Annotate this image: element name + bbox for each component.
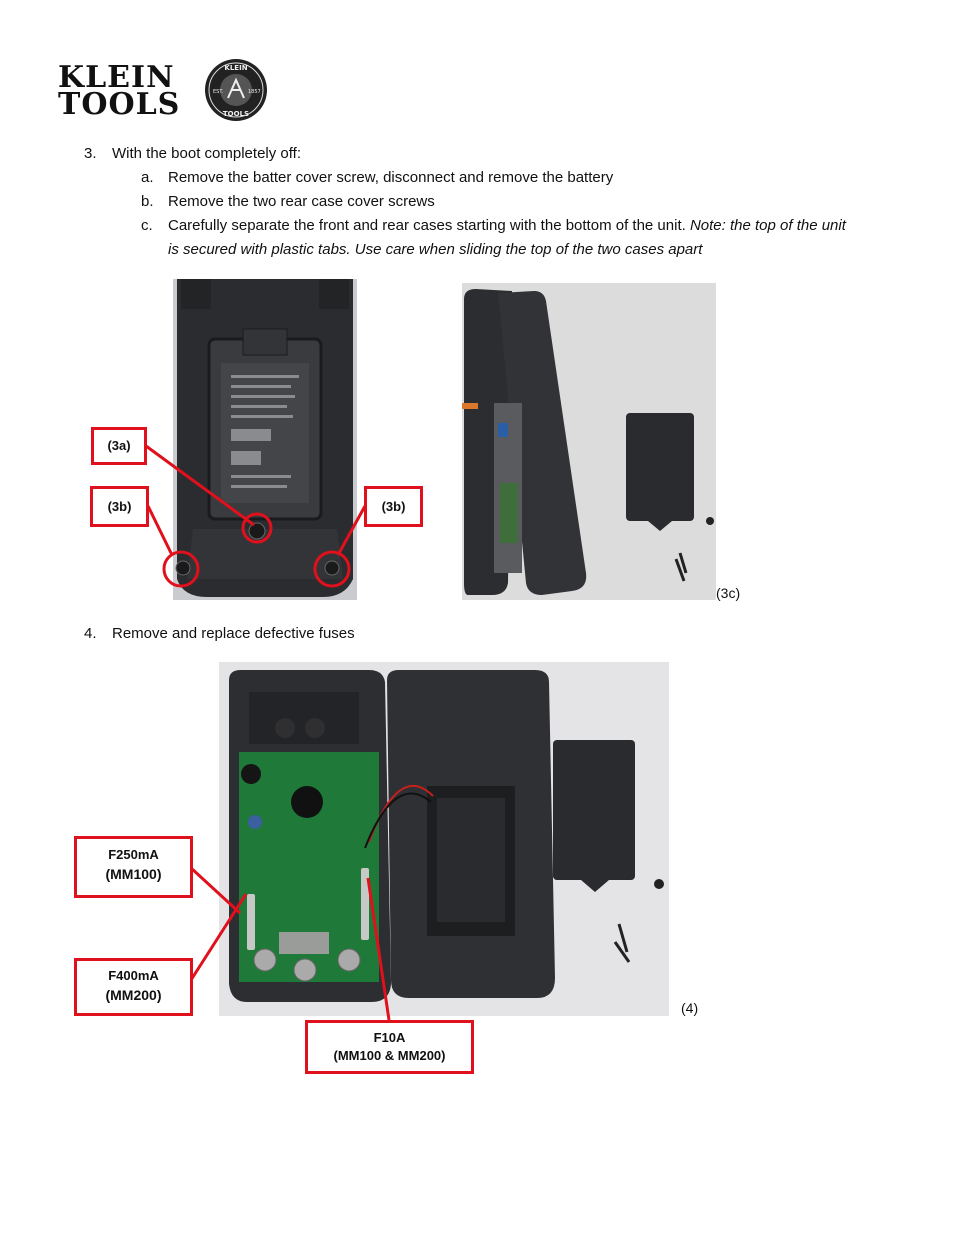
callout-f10: F10A (MM100 & MM200) xyxy=(305,1020,474,1074)
step-4-text: Remove and replace defective fuses xyxy=(112,625,355,642)
step-4-callout-lines xyxy=(189,866,391,1021)
callout-3a: (3a) xyxy=(91,427,147,465)
meter-back-photo xyxy=(173,279,357,600)
step-3b-letter: b. xyxy=(141,193,154,210)
caption-4: (4) xyxy=(681,1000,699,1016)
callout-f400-line-1: F400mA xyxy=(108,968,159,983)
seal-top-text: KLEIN xyxy=(224,64,247,72)
callout-3b-right: (3b) xyxy=(364,486,423,527)
callout-f10-line-1: F10A xyxy=(373,1030,406,1045)
step-3a-letter: a. xyxy=(141,169,154,186)
callout-3b-left-label: (3b) xyxy=(107,499,132,514)
seal-year-text: 1857 xyxy=(248,89,261,95)
step-3a-text: Remove the batter cover screw, disconnec… xyxy=(168,169,614,186)
step-3c-letter: c. xyxy=(141,217,153,234)
klein-tools-logo: KLEIN TOOLS ® xyxy=(58,60,213,124)
seal-bottom-text: TOOLS xyxy=(223,110,249,118)
callout-f400-line-2: (MM200) xyxy=(105,987,162,1003)
callout-f10-line-2: (MM100 & MM200) xyxy=(333,1048,446,1063)
step-3c-text: Carefully separate the front and rear ca… xyxy=(168,217,690,234)
callout-f250-line-1: F250mA xyxy=(108,847,159,862)
step-3-number: 3. xyxy=(84,145,97,162)
step-3c-note-line-2: is secured with plastic tabs. Use care w… xyxy=(168,241,703,258)
step-3c-paragraph: Carefully separate the front and rear ca… xyxy=(168,214,908,262)
callout-3b-right-label: (3b) xyxy=(381,499,406,514)
logo-line-2: TOOLS xyxy=(58,87,181,122)
callout-3a-label: (3a) xyxy=(107,438,131,453)
seal-est-text: EST. xyxy=(213,89,224,95)
step-3-text: With the boot completely off: xyxy=(112,145,301,162)
callout-f400: F400mA (MM200) xyxy=(74,958,193,1016)
open-meter-photo xyxy=(219,662,669,1016)
callout-3b-left: (3b) xyxy=(90,486,149,527)
separated-cases-photo xyxy=(462,283,716,600)
logo-line-1: KLEIN xyxy=(58,60,175,95)
step-3-callout-lines xyxy=(145,444,367,588)
klein-seal-icon: KLEIN TOOLS EST. 1857 xyxy=(205,59,267,121)
caption-3c: (3c) xyxy=(716,585,741,601)
callout-f250: F250mA (MM100) xyxy=(74,836,193,898)
step-3c-note-line-1: Note: the top of the unit xyxy=(689,217,846,234)
callout-f250-line-2: (MM100) xyxy=(105,866,162,882)
step-3b-text: Remove the two rear case cover screws xyxy=(168,193,435,210)
step-4-number: 4. xyxy=(84,625,97,642)
